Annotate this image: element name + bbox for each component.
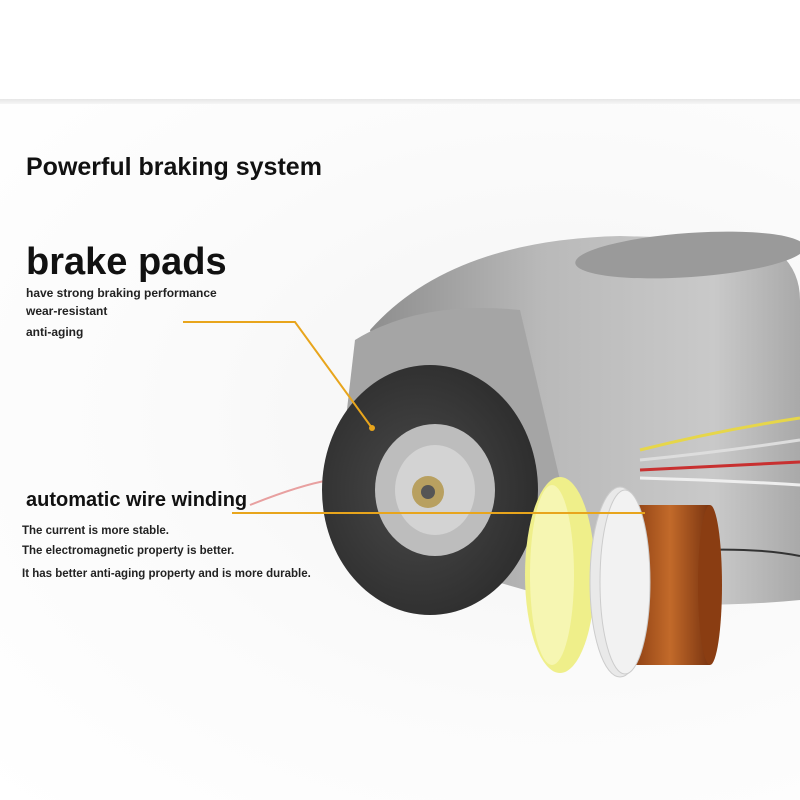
wire-winding-point: The electromagnetic property is better. <box>22 545 235 557</box>
brake-pads-callout-line <box>183 321 373 429</box>
wire-winding-point: It has better anti-aging property and is… <box>22 568 311 580</box>
brake-pads-point: anti-aging <box>26 325 84 339</box>
brake-pads-callout-dot <box>369 425 375 431</box>
brake-pads-point: have strong braking performance <box>26 286 217 300</box>
page-title: Powerful braking system <box>26 153 322 181</box>
wire-winding-heading: automatic wire winding <box>26 489 248 511</box>
divider <box>0 99 800 104</box>
brake-pads-heading: brake pads <box>26 241 227 283</box>
wire-winding-point: The current is more stable. <box>22 525 169 537</box>
brake-pads-point: wear-resistant <box>26 304 108 318</box>
yellow-spool <box>525 477 595 673</box>
copper-coil-spool <box>589 486 722 678</box>
top-blank-band <box>0 0 800 99</box>
lead-wires <box>249 416 800 557</box>
